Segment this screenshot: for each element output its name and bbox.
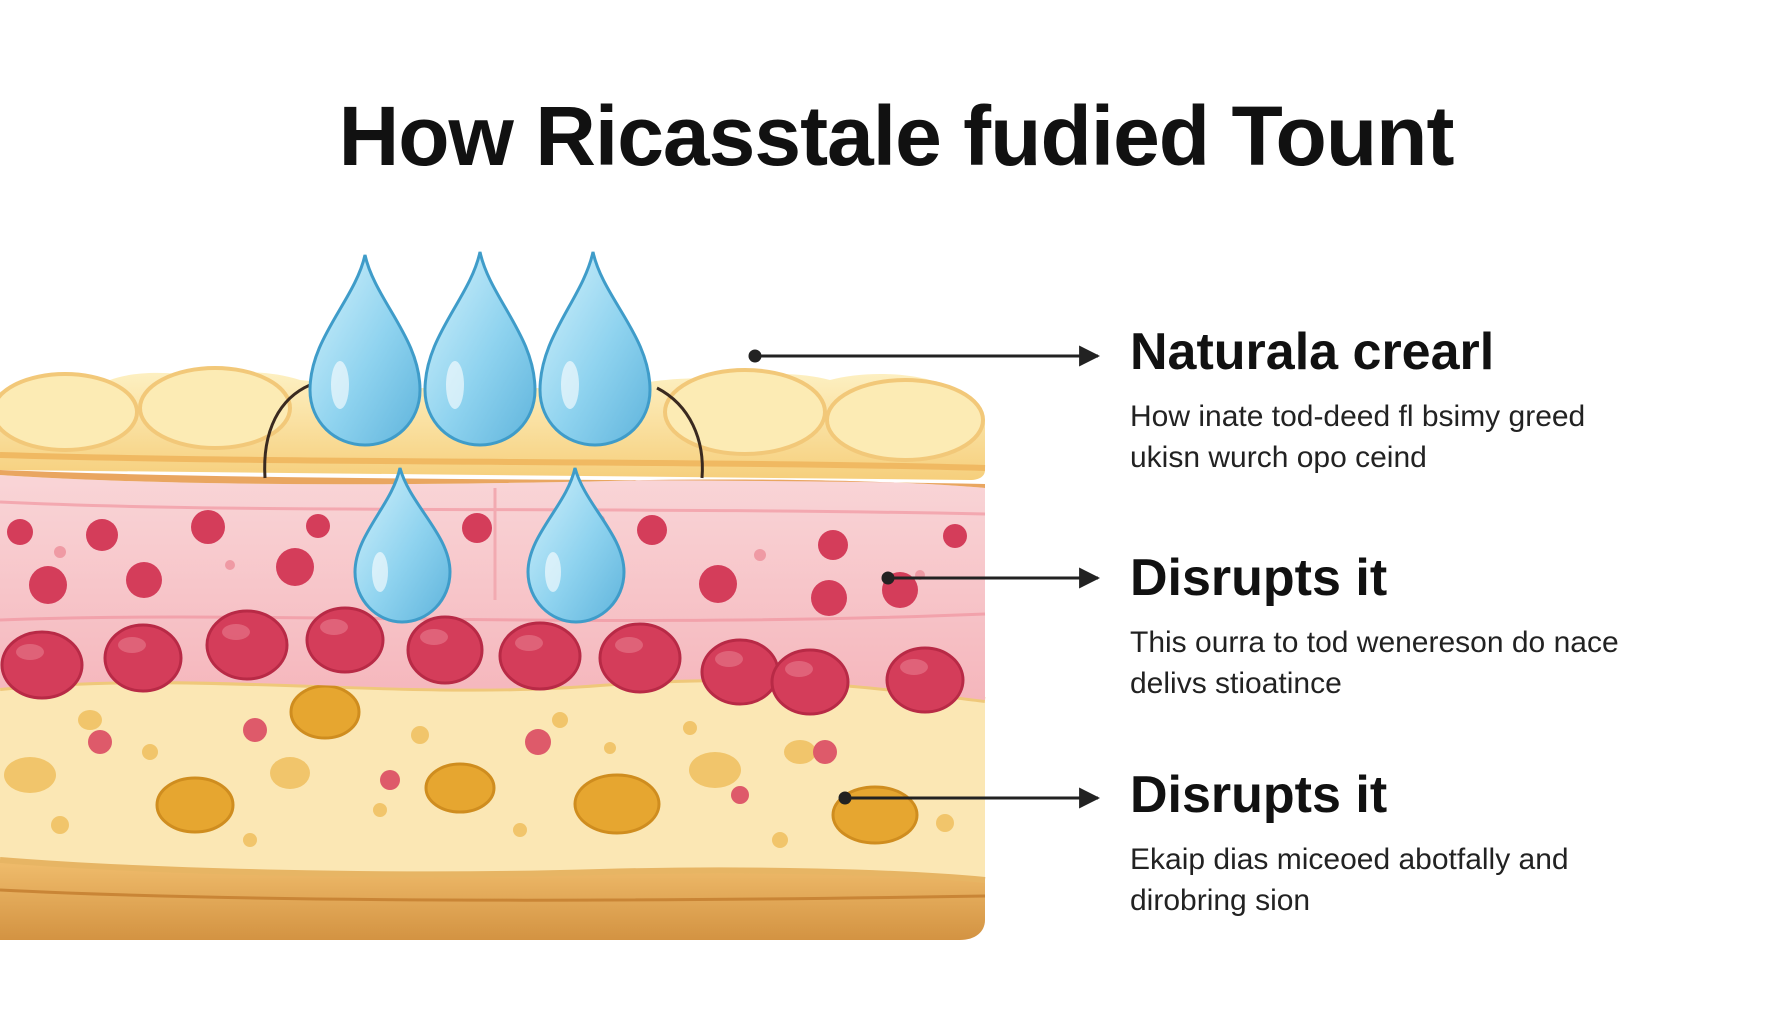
water-droplet-icon	[353, 467, 452, 624]
callout-body: Ekaip dias miceoed abotfally and dirobri…	[1130, 839, 1770, 921]
pink-dermis-layer	[0, 475, 986, 716]
callout-heading: Naturala crearl	[1130, 323, 1495, 381]
arrow-right-icon	[748, 345, 1101, 367]
water-droplet-icon	[308, 254, 422, 447]
water-droplet-icon	[423, 251, 537, 447]
arrow-right-icon	[838, 787, 1101, 809]
pointer-lines	[748, 345, 1101, 809]
base-layer	[0, 860, 986, 940]
callout-disrupts-2: Disrupts it Ekaip dias miceoed abotfally…	[1130, 765, 1770, 921]
callout-natural-barrier: Naturala crearl How inate tod-deed fl bs…	[1130, 322, 1770, 478]
water-droplet-icon	[538, 251, 652, 447]
callout-body-line: This ourra to tod wenereson do nace	[1130, 626, 1619, 659]
callout-disrupts-1: Disrupts it This ourra to tod wenereson …	[1130, 548, 1770, 704]
callout-body-line: dirobring sion	[1130, 884, 1311, 917]
callout-heading: Disrupts it	[1130, 549, 1388, 607]
callout-body: How inate tod-deed fl bsimy greed ukisn …	[1130, 396, 1770, 478]
callout-body-line: How inate tod-deed fl bsimy greed	[1130, 400, 1586, 433]
callout-body-line: Ekaip dias miceoed abotfally and	[1130, 843, 1569, 876]
callout-body-line: delivs stioatince	[1130, 667, 1342, 700]
callout-body-line: ukisn wurch opo ceind	[1130, 441, 1427, 474]
callout-body: This ourra to tod wenereson do nace deli…	[1130, 622, 1770, 704]
page-title: How Ricasstale fudied Tount	[338, 89, 1455, 183]
callout-heading: Disrupts it	[1130, 766, 1388, 824]
water-droplet-icon	[526, 467, 626, 624]
arrow-right-icon	[881, 567, 1101, 589]
water-droplets	[308, 251, 652, 624]
fat-layer	[0, 676, 986, 883]
